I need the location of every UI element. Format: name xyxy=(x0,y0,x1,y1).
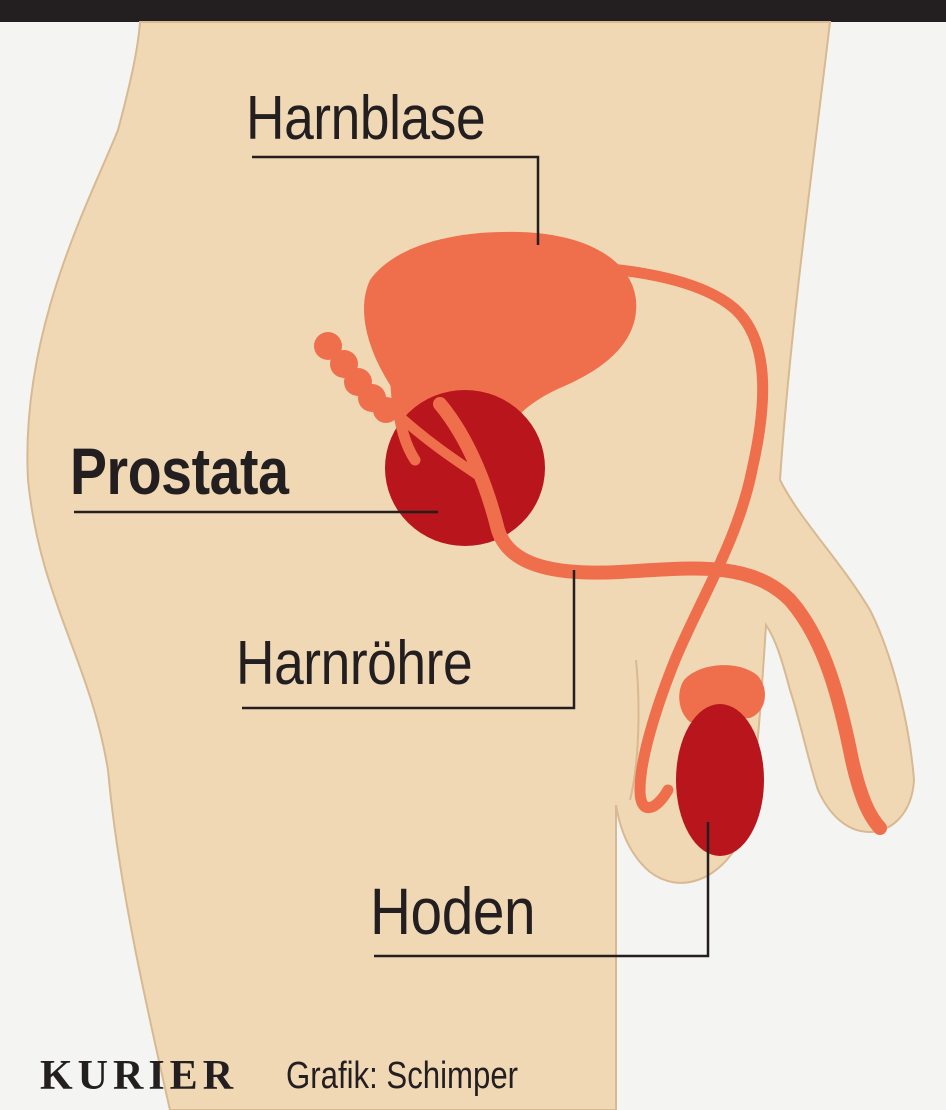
label-testicle: Hoden xyxy=(370,878,535,944)
brand-logo: KURIER xyxy=(40,1055,238,1097)
label-prostate: Prostata xyxy=(70,438,288,504)
testicle-shape xyxy=(676,704,764,856)
graphic-credit: Grafik: Schimper xyxy=(286,1057,518,1095)
label-urethra: Harnröhre xyxy=(236,633,472,695)
label-bladder: Harnblase xyxy=(246,88,485,150)
